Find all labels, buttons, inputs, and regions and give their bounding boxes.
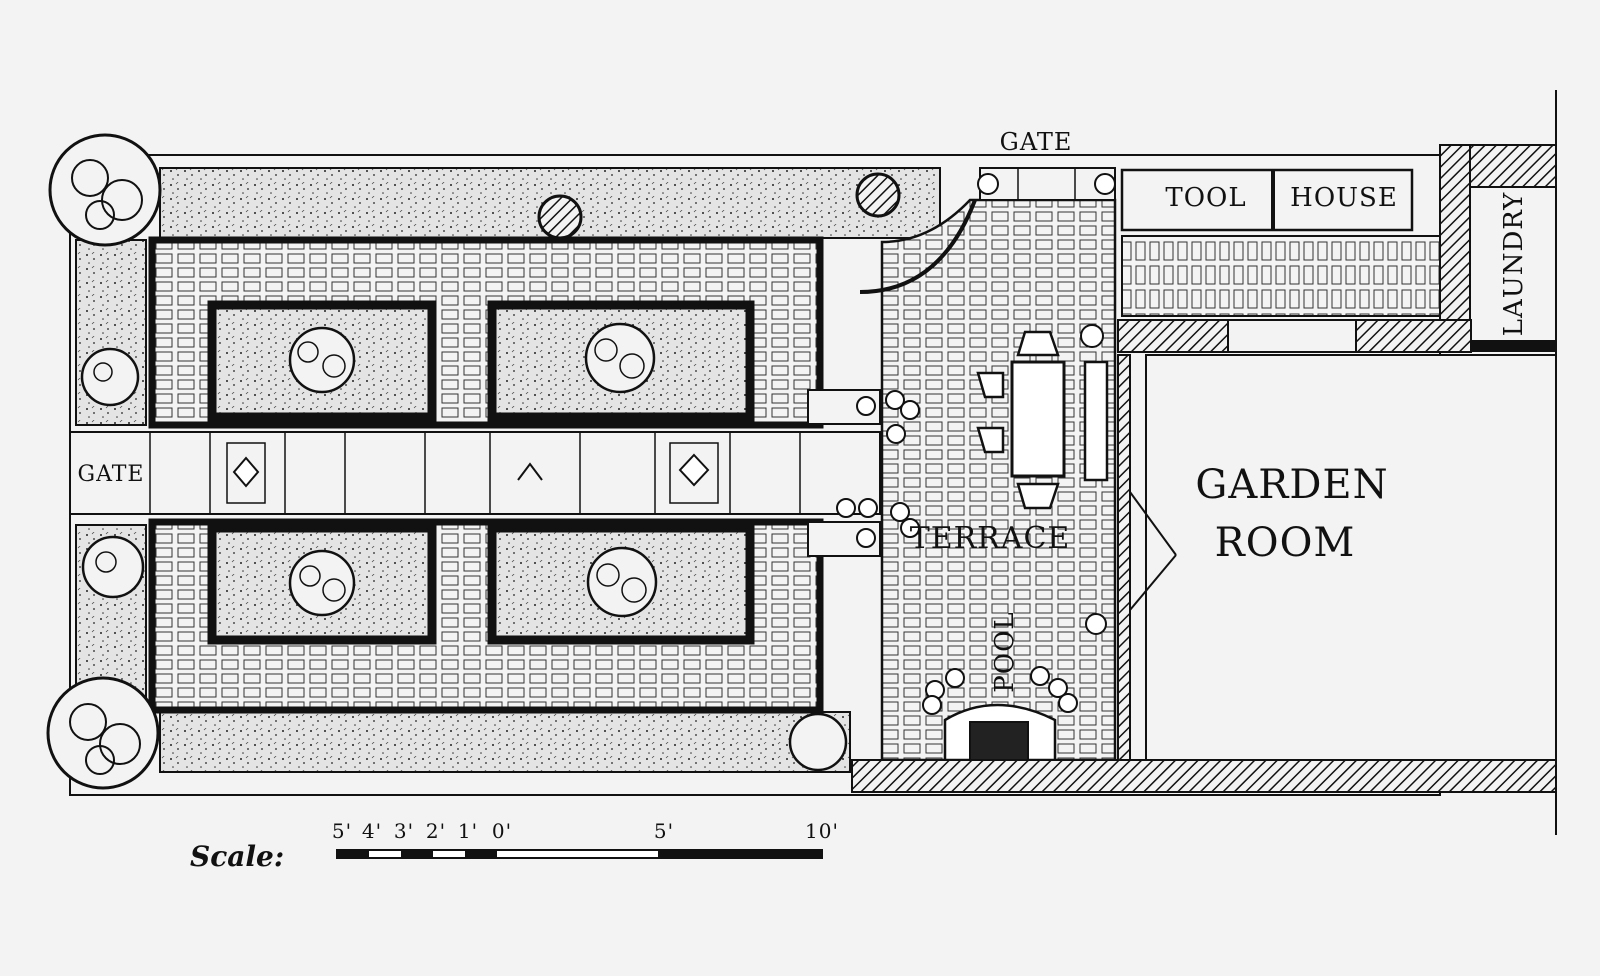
garden-room-label-garden: GARDEN bbox=[1195, 462, 1388, 508]
scale-bar: Scale: 5' 4' 3' 2' 1' 0' 5' 10' bbox=[190, 819, 839, 873]
tool-house-label-house: HOUSE bbox=[1290, 183, 1398, 213]
shrub-left-upper bbox=[80, 347, 140, 407]
gate-left-label: GATE bbox=[78, 462, 145, 487]
terrace-paving bbox=[859, 198, 1117, 762]
terrace-flowers bbox=[836, 390, 1078, 715]
topiary-top-right bbox=[855, 172, 901, 218]
scale-segment bbox=[401, 850, 433, 858]
scale-segment bbox=[658, 850, 822, 858]
scale-segment bbox=[337, 850, 369, 858]
scale-tick-label: 4' bbox=[362, 819, 382, 843]
brick-path-north bbox=[1121, 235, 1441, 317]
scale-tick-label: 2' bbox=[426, 819, 446, 843]
steps-to-terrace bbox=[807, 389, 881, 557]
tool-house bbox=[1120, 168, 1414, 232]
tool-house-label-tool: TOOL bbox=[1165, 183, 1246, 213]
gate-top bbox=[977, 167, 1116, 201]
terrace-bench bbox=[1083, 360, 1109, 482]
central-walk bbox=[69, 431, 881, 515]
pool-label: POOL bbox=[990, 611, 1020, 692]
gate-top-label: GATE bbox=[1000, 128, 1073, 156]
pool bbox=[943, 703, 1057, 762]
scale-title: Scale: bbox=[190, 840, 284, 873]
scale-tick-label: 3' bbox=[394, 819, 414, 843]
garden-room-label-room: ROOM bbox=[1215, 520, 1356, 566]
laundry-label: LAUNDRY bbox=[1499, 192, 1529, 337]
laundry bbox=[1439, 144, 1557, 346]
garden-room-walls bbox=[851, 319, 1557, 793]
planting-bed-top-left bbox=[207, 300, 437, 422]
garden-room-doors bbox=[1129, 491, 1177, 611]
tree-bottom-left bbox=[46, 676, 160, 790]
scale-tick-label: 5' bbox=[654, 819, 674, 843]
topiary-top-center bbox=[537, 194, 583, 240]
planting-bed-top-right bbox=[487, 300, 755, 422]
walk-ornament-center bbox=[517, 462, 543, 481]
scale-segment bbox=[465, 850, 497, 858]
shrub-bottom-right bbox=[788, 712, 848, 772]
planting-bed-bottom-left bbox=[207, 523, 437, 645]
terrace-table bbox=[1010, 360, 1066, 478]
scale-tick-label: 5' bbox=[332, 819, 352, 843]
terrace-column-marker bbox=[1080, 324, 1107, 635]
walk-ornament-right bbox=[669, 442, 719, 504]
tree-top-left bbox=[48, 133, 162, 247]
scale-tick-label: 0' bbox=[492, 819, 512, 843]
terrace-side-wall bbox=[1117, 354, 1131, 761]
scale-tick-label: 10' bbox=[805, 819, 839, 843]
walk-ornament-left bbox=[226, 442, 266, 504]
terrace-label: TERRACE bbox=[910, 521, 1071, 556]
shrub-left-lower bbox=[81, 535, 145, 599]
scale-tick-label: 1' bbox=[458, 819, 478, 843]
scale-tick-labels: 5' 4' 3' 2' 1' 0' 5' 10' bbox=[332, 819, 839, 843]
hedge-border-bottom bbox=[159, 711, 851, 773]
planting-bed-bottom-right bbox=[487, 523, 755, 645]
terrace-chairs bbox=[976, 330, 1060, 510]
